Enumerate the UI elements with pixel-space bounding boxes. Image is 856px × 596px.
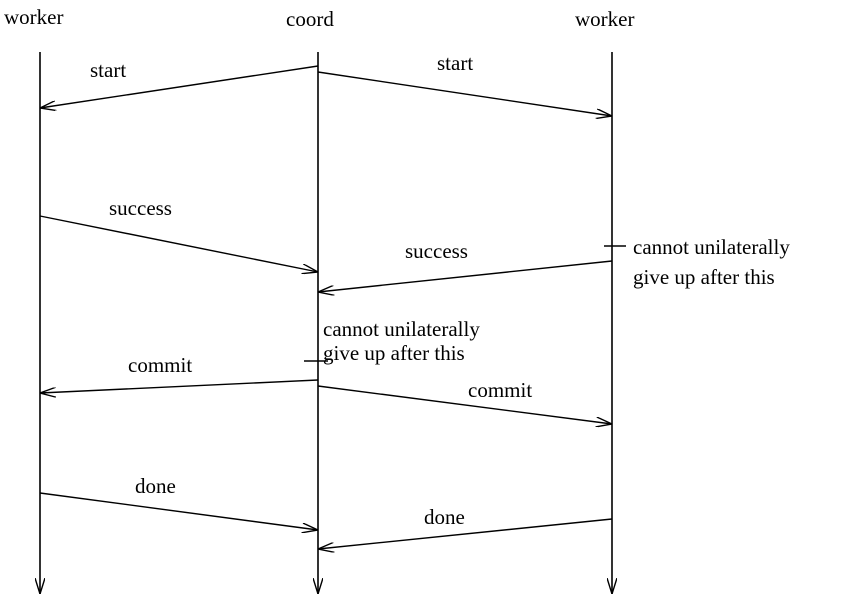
message-label-commit-right: commit [468, 378, 533, 402]
note-coord-line-1: cannot unilaterally [323, 317, 480, 341]
arrow-start-to-left-worker [40, 65, 319, 108]
message-label-done-right: done [424, 505, 465, 529]
arrow-success-from-left-worker [39, 215, 318, 272]
note-right-worker-line-1: cannot unilaterally [633, 235, 790, 259]
message-label-success-left: success [109, 196, 172, 220]
note-right-worker-line-2: give up after this [633, 265, 775, 289]
message-label-commit-left: commit [128, 353, 193, 377]
message-label-success-right: success [405, 239, 468, 263]
participant-coord: coord [286, 7, 334, 31]
arrow-success-from-right-worker [318, 260, 613, 292]
message-label-start-right: start [437, 51, 474, 75]
arrow-commit-to-right-worker [317, 385, 612, 424]
message-label-start-left: start [90, 58, 127, 82]
message-label-done-left: done [135, 474, 176, 498]
arrow-done-from-left-worker [39, 492, 318, 530]
note-coord-line-2: give up after this [323, 341, 465, 365]
arrow-start-to-right-worker [317, 71, 612, 116]
participant-worker-right: worker [575, 7, 635, 31]
arrow-commit-to-left-worker [40, 379, 319, 393]
participant-worker-left: worker [4, 5, 64, 29]
arrow-done-from-right-worker [318, 518, 613, 549]
